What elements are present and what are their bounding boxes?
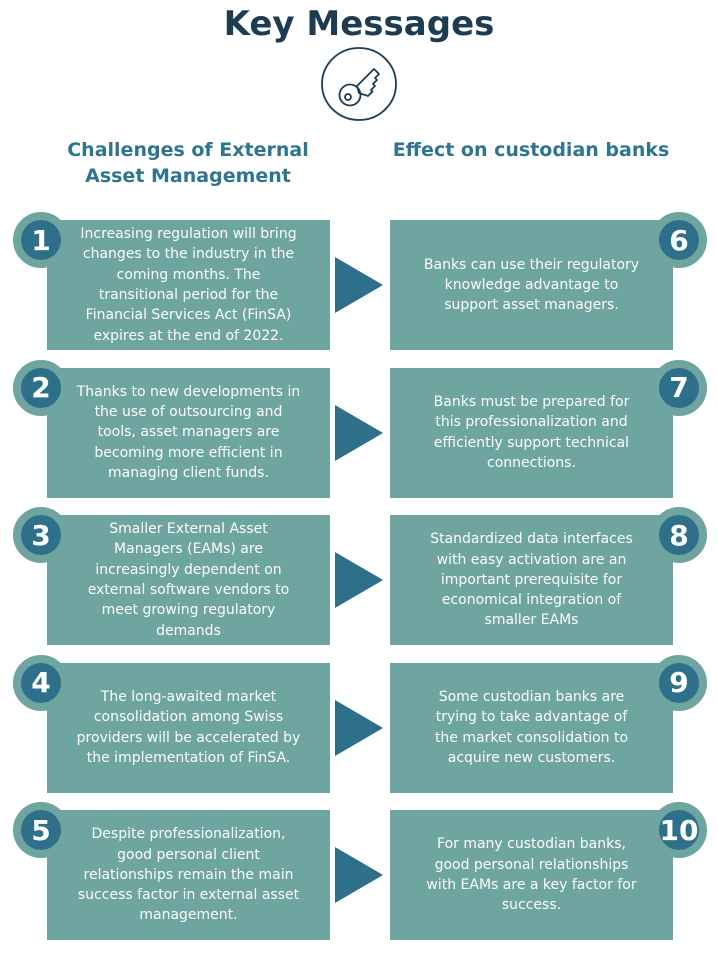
effect-text-6: Banks can use their regulatory knowledge… bbox=[423, 256, 640, 314]
number-badge-7: 7 bbox=[651, 359, 707, 416]
right-arrow-icon bbox=[335, 257, 383, 313]
effect-box-10: 10 For many custodian banks, good person… bbox=[390, 802, 707, 940]
number-badge-10: 10 bbox=[651, 802, 707, 858]
effect-box-9: 9 Some custodian banks are trying to tak… bbox=[390, 654, 707, 793]
message-row-3: 3 Smaller External Asset Managers (EAMs)… bbox=[0, 507, 718, 645]
challenge-box-5: 5 Despite professionalization, good pers… bbox=[13, 802, 330, 940]
number-badge-3: 3 bbox=[13, 507, 69, 563]
effect-box-7: 7 Banks must be prepared for this profes… bbox=[390, 359, 707, 498]
right-column-header: Effect on custodian banks bbox=[392, 139, 670, 161]
effect-box-8: 8 Standardized data interfaces with easy… bbox=[390, 507, 707, 645]
key-icon bbox=[0, 46, 718, 122]
effect-text-9: Some custodian banks are trying to take … bbox=[434, 688, 629, 766]
message-row-4: 4 The long-awaited market consolidation … bbox=[0, 654, 718, 793]
left-column-header: Challenges of External Asset Management bbox=[67, 139, 309, 187]
effect-text-10: For many custodian banks, good personal … bbox=[426, 836, 637, 914]
message-row-2: 2 Thanks to new developments in the use … bbox=[0, 359, 718, 498]
message-row-5: 5 Despite professionalization, good pers… bbox=[0, 802, 718, 940]
challenge-box-4: 4 The long-awaited market consolidation … bbox=[13, 654, 330, 793]
number-badge-6: 6 bbox=[651, 212, 707, 268]
message-rows: 1 Increasing regulation will bring chang… bbox=[0, 212, 718, 940]
right-arrow-icon bbox=[335, 404, 383, 461]
challenge-box-3: 3 Smaller External Asset Managers (EAMs)… bbox=[13, 507, 330, 645]
challenge-text-5: Despite professionalization, good person… bbox=[77, 826, 300, 924]
effect-box-6: 6 Banks can use their regulatory knowled… bbox=[390, 212, 707, 350]
effect-text-7: Banks must be prepared for this professi… bbox=[433, 393, 630, 471]
number-badge-2: 2 bbox=[13, 359, 69, 416]
challenge-box-1: 1 Increasing regulation will bring chang… bbox=[13, 212, 330, 350]
challenge-text-1: Increasing regulation will bring changes… bbox=[80, 226, 297, 344]
effect-text-8: Standardized data interfaces with easy a… bbox=[430, 531, 633, 629]
challenge-text-2: Thanks to new developments in the use of… bbox=[76, 383, 301, 481]
right-arrow-icon bbox=[335, 847, 383, 903]
number-badge-8: 8 bbox=[651, 507, 707, 563]
number-badge-4: 4 bbox=[13, 654, 69, 711]
number-badge-1: 1 bbox=[13, 212, 69, 268]
challenge-box-2: 2 Thanks to new developments in the use … bbox=[13, 359, 330, 498]
right-arrow-icon bbox=[335, 552, 383, 608]
number-badge-5: 5 bbox=[13, 802, 69, 858]
challenge-text-3: Smaller External Asset Managers (EAMs) a… bbox=[87, 521, 290, 639]
page-title: Key Messages bbox=[223, 4, 495, 44]
message-row-1: 1 Increasing regulation will bring chang… bbox=[0, 212, 718, 350]
number-badge-9: 9 bbox=[651, 654, 707, 711]
right-arrow-icon bbox=[335, 699, 383, 756]
challenge-text-4: The long-awaited market consolidation am… bbox=[76, 688, 301, 766]
